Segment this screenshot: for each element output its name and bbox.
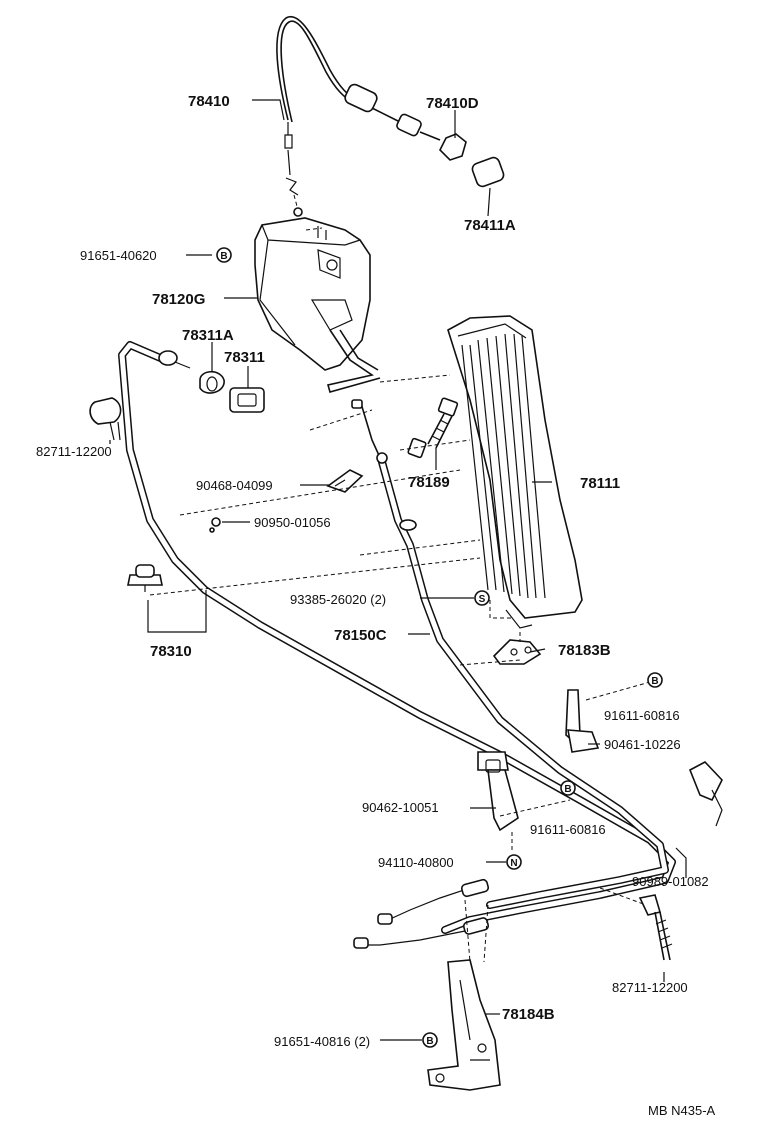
label-90462-10051: 90462-10051: [362, 800, 439, 815]
label-78183B: 78183B: [558, 642, 611, 659]
small-parts: [89, 350, 542, 665]
label-78410D: 78410D: [426, 95, 479, 112]
guide-lines: [149, 227, 651, 963]
label-91651-40620: 91651-40620: [80, 248, 157, 263]
label-90468-04099: 90468-04099: [196, 478, 273, 493]
symbol-b-circle: [422, 1032, 438, 1048]
label-91611-60816-b: 91611-60816: [530, 822, 606, 837]
label-78150C: 78150C: [334, 627, 387, 644]
symbol-n-circle: [506, 854, 522, 870]
label-78189: 78189: [408, 474, 450, 491]
symbol-b-circle: [647, 672, 663, 688]
label-82711-12200-bot: 82711-12200: [612, 980, 688, 995]
pedal-bracket-78120G: [254, 217, 381, 393]
label-93385-26020: 93385-26020 (2): [290, 592, 386, 607]
circled-symbols: B S B B N B: [216, 247, 663, 1048]
symbol-s-circle: [474, 590, 490, 606]
label-78311: 78311: [224, 349, 265, 366]
accelerator-pedal-78111: [447, 315, 583, 629]
label-78111: 78111: [580, 475, 620, 492]
label-90461-10226: 90461-10226: [604, 737, 681, 752]
label-78410: 78410: [188, 93, 230, 110]
label-78310: 78310: [150, 643, 192, 660]
symbol-b-circle: [560, 780, 576, 796]
label-82711-12200-top: 82711-12200: [36, 444, 112, 459]
part-labels: 78410 78410D 78411A 91651-40620 78120G 7…: [36, 93, 716, 1118]
bolt-78189: [407, 397, 459, 459]
label-94110-40800: 94110-40800: [378, 855, 454, 870]
symbol-b: B: [426, 1036, 433, 1047]
symbol-s: S: [479, 594, 486, 605]
symbol-b: B: [651, 676, 658, 687]
leader-lines: [109, 99, 687, 1041]
label-78120G: 78120G: [152, 291, 205, 308]
symbol-b: B: [220, 251, 227, 262]
label-78311A: 78311A: [182, 327, 234, 344]
brackets: [427, 689, 723, 1091]
symbol-n: N: [510, 858, 517, 869]
symbol-b: B: [564, 784, 571, 795]
label-90950-01056: 90950-01056: [254, 515, 331, 530]
label-90989-01082: 90989-01082: [632, 874, 709, 889]
label-78411A: 78411A: [464, 217, 516, 234]
symbol-b-circle: [216, 247, 232, 263]
label-91651-40816: 91651-40816 (2): [274, 1034, 370, 1049]
throttle-cable-78410: [276, 15, 505, 217]
diagram-code: MB N435-A: [648, 1103, 716, 1118]
cable-tubes: [118, 341, 676, 949]
label-78184B: 78184B: [502, 1006, 555, 1023]
label-91611-60816-a: 91611-60816: [604, 708, 680, 723]
